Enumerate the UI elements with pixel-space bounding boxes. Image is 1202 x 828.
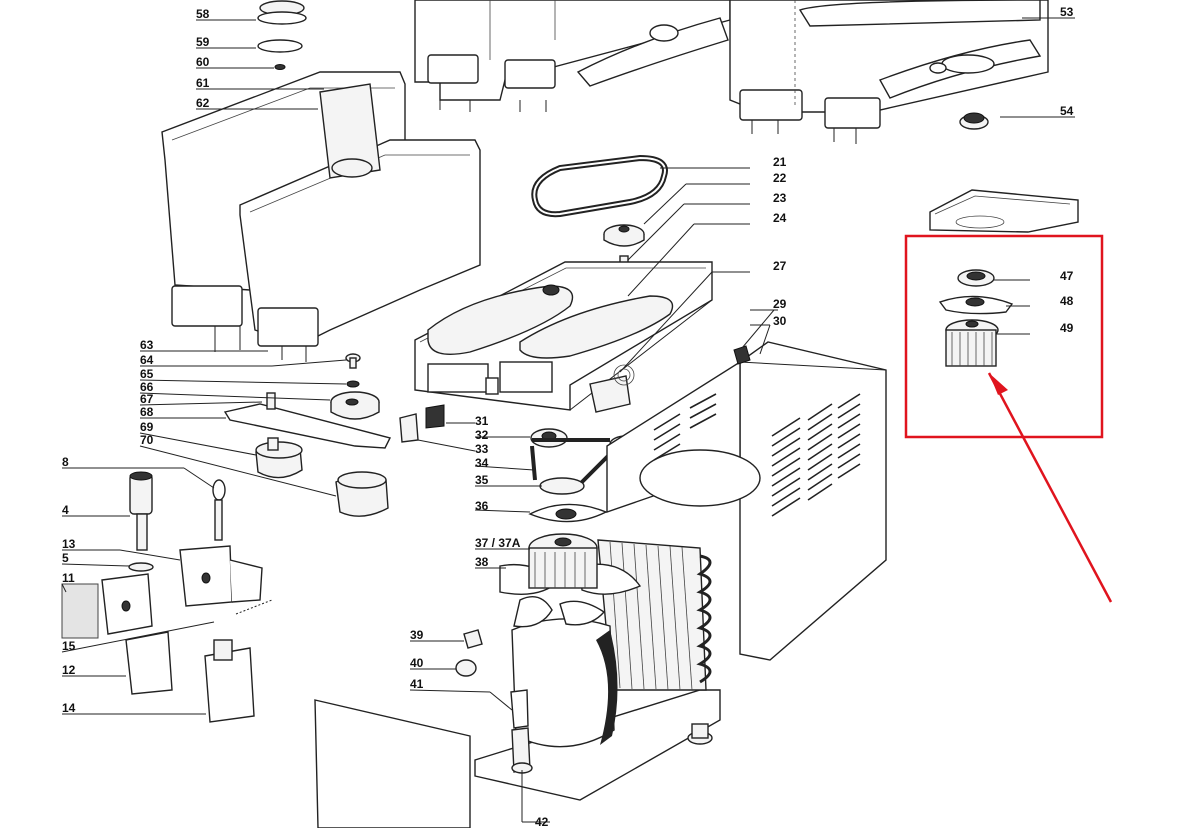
highlight-arrow-head (989, 373, 1008, 395)
label-33: 33 (475, 442, 489, 456)
label-23: 23 (773, 191, 787, 205)
label-29: 29 (773, 297, 787, 311)
label-5: 5 (62, 551, 69, 565)
label-60: 60 (196, 55, 210, 69)
label-40: 40 (410, 656, 424, 670)
label-31: 31 (475, 414, 489, 428)
compressor-and-fan-drawing (455, 533, 713, 774)
part-27-thermostat (589, 364, 635, 413)
label-36: 36 (475, 499, 489, 513)
label-15: 15 (62, 639, 76, 653)
highlight-box (904, 234, 1104, 439)
label-12: 12 (62, 663, 76, 677)
drive-plate-drawing (414, 261, 713, 411)
label-59: 59 (196, 35, 210, 49)
label-37-37a: 37 / 37A (475, 536, 521, 550)
label-42: 42 (535, 815, 549, 828)
label-70: 70 (140, 433, 154, 447)
top-bowls-drawing (414, 0, 1049, 144)
label-14: 14 (62, 701, 76, 715)
parts-31-36-drawing (399, 404, 643, 523)
label-32: 32 (475, 428, 489, 442)
label-8: 8 (62, 455, 69, 469)
label-22: 22 (773, 171, 787, 185)
label-4: 4 (62, 503, 69, 517)
label-67: 67 (140, 392, 154, 406)
inset-drawing (929, 189, 1079, 367)
label-35: 35 (475, 473, 489, 487)
parts-58-60-seals (257, 0, 307, 70)
label-39: 39 (410, 628, 424, 642)
label-64: 64 (140, 353, 154, 367)
label-62: 62 (196, 96, 210, 110)
part-labels: 58 59 60 61 62 63 64 65 66 67 68 69 70 8… (62, 5, 1074, 828)
label-48: 48 (1060, 294, 1074, 308)
leader-lines (61, 17, 1075, 823)
label-41: 41 (410, 677, 424, 691)
label-69: 69 (140, 420, 154, 434)
label-21: 21 (773, 155, 787, 169)
label-38: 38 (475, 555, 489, 569)
label-49: 49 (1060, 321, 1074, 335)
label-68: 68 (140, 405, 154, 419)
left-small-parts-drawing (61, 471, 273, 723)
parts-63-70-drawing (223, 353, 392, 517)
label-66: 66 (140, 380, 154, 394)
label-34: 34 (475, 456, 489, 470)
label-24: 24 (773, 211, 787, 225)
label-65: 65 (140, 367, 154, 381)
part-54-cap (959, 112, 1075, 130)
left-bowls-drawing (161, 71, 481, 362)
highlight-arrow-shaft (987, 372, 1113, 603)
label-53: 53 (1060, 5, 1074, 19)
label-63: 63 (140, 338, 154, 352)
cabinet-drawing (314, 341, 887, 828)
label-13: 13 (62, 537, 76, 551)
label-61: 61 (196, 76, 210, 90)
label-30: 30 (773, 314, 787, 328)
label-58: 58 (196, 7, 210, 21)
label-47: 47 (1060, 269, 1074, 283)
label-11: 11 (62, 571, 75, 585)
label-54: 54 (1060, 104, 1074, 118)
label-27: 27 (773, 259, 787, 273)
